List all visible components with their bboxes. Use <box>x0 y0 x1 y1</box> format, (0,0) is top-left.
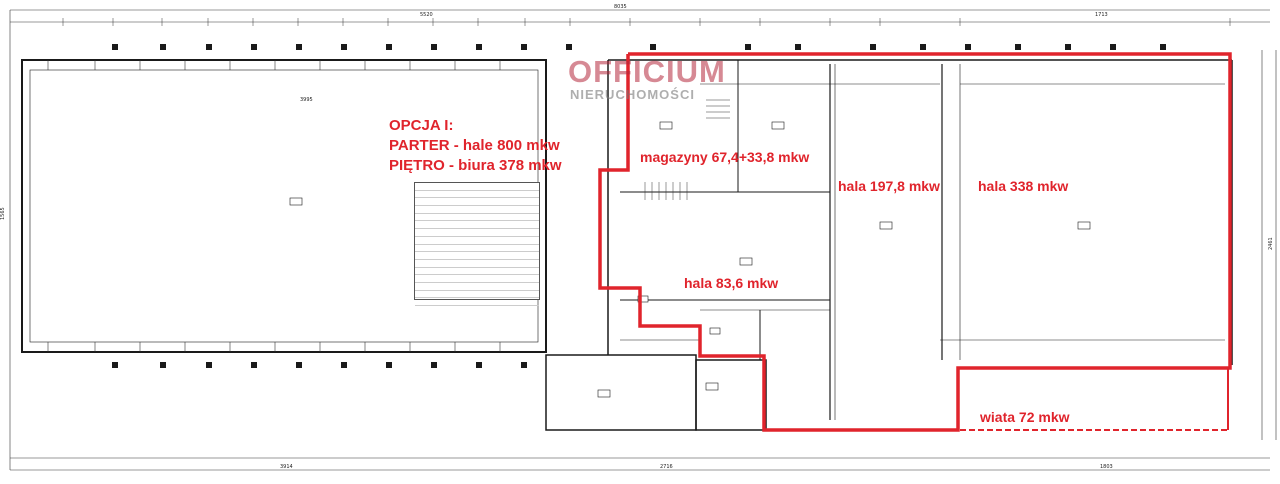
highlight-outline <box>598 52 1232 432</box>
area-magazyny: magazyny 67,4+33,8 mkw <box>640 149 809 165</box>
company-logo: OFFICIUM NIERUCHOMOŚCI <box>568 54 725 110</box>
dimension-ticks <box>62 18 1231 26</box>
option-title: OPCJA I: <box>389 117 454 134</box>
dim-bottom-left: 3914 <box>280 464 293 470</box>
dim-left-height: 1565 <box>0 207 6 220</box>
area-hala-83: hala 83,6 mkw <box>684 275 778 291</box>
staircase <box>644 99 730 200</box>
room-tags <box>289 121 1091 398</box>
window-bays <box>47 60 501 352</box>
dim-inner-width: 3995 <box>300 97 313 103</box>
option-ground-floor: PARTER - hale 800 mkw <box>389 137 560 154</box>
area-hala-338: hala 338 mkw <box>978 178 1068 194</box>
logo-main-text: OFFICIUM <box>568 54 726 89</box>
area-hala-197: hala 197,8 mkw <box>838 178 940 194</box>
window-markers <box>112 44 1166 368</box>
walls <box>21 59 1233 431</box>
dim-top-left: 5520 <box>420 12 433 18</box>
dimension-lines <box>9 9 1277 471</box>
dim-bottom-mid: 2716 <box>660 464 673 470</box>
room-schedule-table <box>414 182 540 306</box>
dim-top-total: 8035 <box>614 4 627 10</box>
option-description: OPCJA I: PARTER - hale 800 mkw PIĘTRO - … <box>389 116 562 176</box>
option-upper-floor: PIĘTRO - biura 378 mkw <box>389 157 562 174</box>
logo-sub-text: NIERUCHOMOŚCI <box>570 87 695 102</box>
dim-bottom-right: 1803 <box>1100 464 1113 470</box>
area-wiata: wiata 72 mkw <box>979 409 1070 425</box>
dim-right-height: 2461 <box>1268 237 1274 250</box>
dim-top-right: 1713 <box>1095 12 1108 18</box>
